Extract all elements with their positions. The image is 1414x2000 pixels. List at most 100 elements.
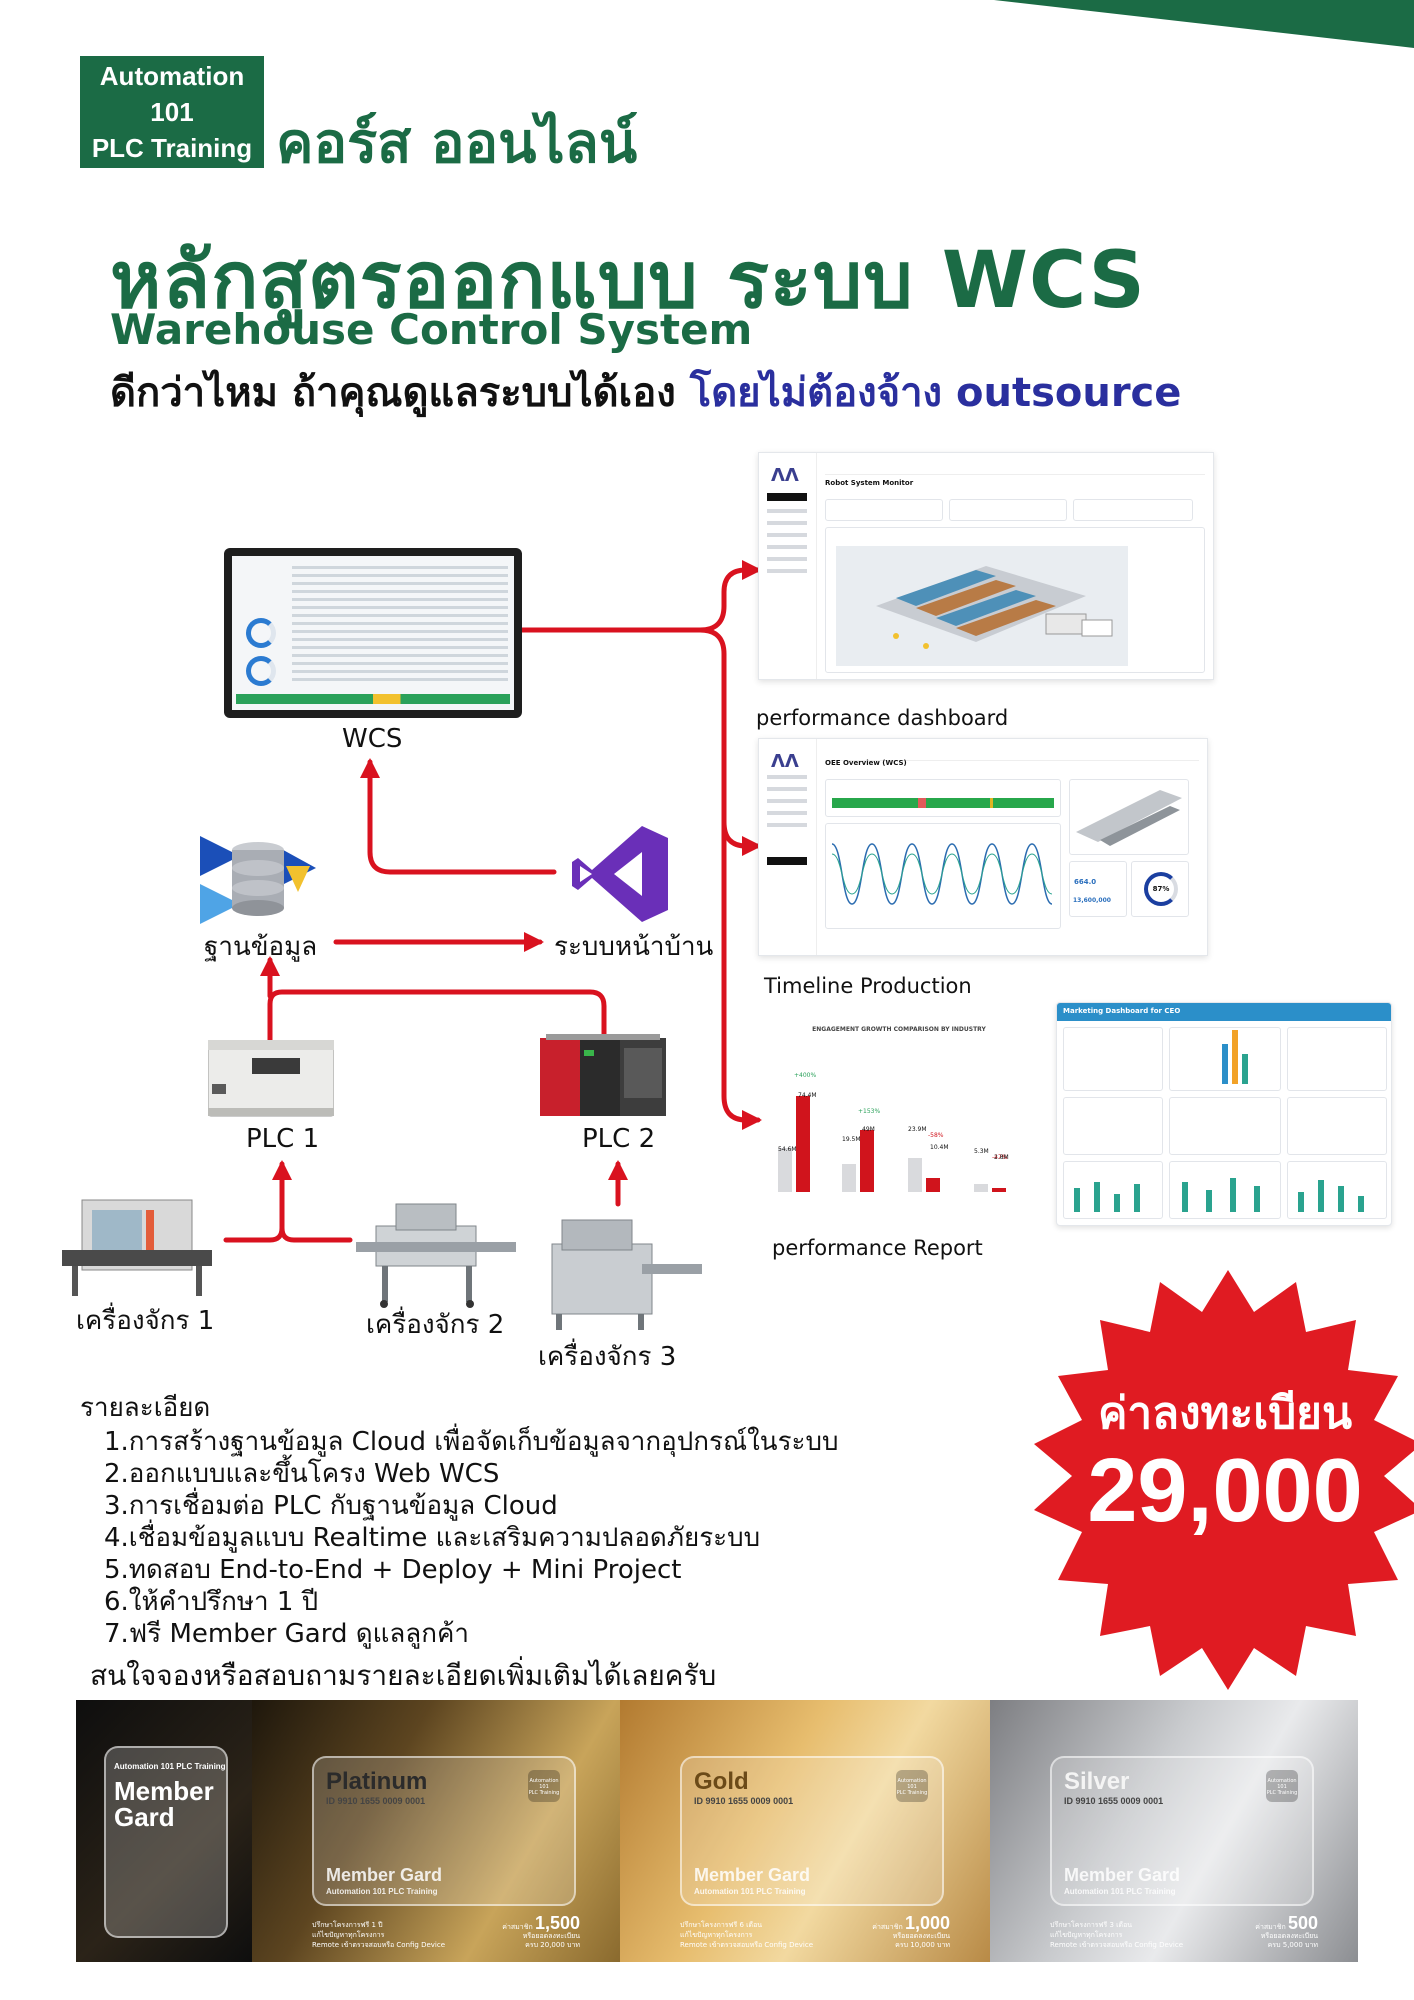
price-value: 29,000	[1087, 1441, 1363, 1541]
card-term: แก้ไขปัญหาทุกโครงการ	[312, 1931, 385, 1939]
fee-value: 1,000	[904, 1913, 950, 1933]
fee-value: 1,500	[534, 1913, 580, 1933]
oee-wave-chart	[831, 843, 1053, 905]
logo-line-1: Automation	[99, 61, 245, 91]
dashboard2-caption: Timeline Production	[764, 974, 972, 998]
card-fee: ค่าสมาชิก 500 หรือยอดลงทะเบียน ครบ 5,000…	[1255, 1914, 1318, 1950]
card-term: ปรึกษาโครงการฟรี 1 ปี	[312, 1921, 383, 1929]
card-fee: ค่าสมาชิก 1,500 หรือยอดลงทะเบียน ครบ 20,…	[502, 1914, 580, 1950]
report-value: 74.4M	[798, 1092, 817, 1099]
course-subtitle: Warehouse Control System	[110, 305, 753, 354]
fee-note: หรือยอดลงทะเบียน	[522, 1932, 580, 1940]
tagline-part-2: โดยไม่ต้องจ้าง outsource	[689, 370, 1182, 416]
card-term: แก้ไขปัญหาทุกโครงการ	[680, 1931, 753, 1939]
gauge-icon	[246, 618, 276, 648]
course-title: หลักสูตรออกแบบ ระบบ WCS	[110, 236, 1146, 326]
intro-brand: Automation 101 PLC Training	[114, 1762, 226, 1771]
details-item: 7.ฟรี Member Gard ดูแลลูกค้า	[104, 1619, 469, 1649]
card-id: ID 9910 1655 0009 0001	[694, 1796, 794, 1806]
card-terms: ปรึกษาโครงการฟรี 6 เดือน แก้ไขปัญหาทุกโค…	[680, 1920, 813, 1950]
card-fee: ค่าสมาชิก 1,000 หรือยอดลงทะเบียน ครบ 10,…	[872, 1914, 950, 1950]
machine2-label: เครื่องจักร 2	[366, 1310, 505, 1340]
arrow-wcs-to-dashboards	[519, 560, 762, 633]
performance-dashboard-screenshot: ᐱᐱ Robot System Monitor	[758, 452, 1214, 680]
card-member-label: Member Gard	[694, 1865, 811, 1885]
card-tier: Silver	[1064, 1768, 1130, 1795]
details-item: 3.การเชื่อมต่อ PLC กับฐานข้อมูล Cloud	[104, 1491, 558, 1521]
machine3-icon	[551, 1219, 702, 1330]
report-value: 54.6M	[778, 1146, 797, 1153]
gauge-icon	[246, 656, 276, 686]
card-member-sub: Automation 101 PLC Training	[694, 1887, 806, 1896]
logo-line-3: PLC Training	[91, 133, 253, 163]
dash2-title: OEE Overview (WCS)	[825, 759, 907, 767]
database-icon	[200, 836, 316, 924]
membership-cards: Automation 101 PLC Training Member Gard …	[76, 1700, 1358, 1962]
dashboard3-caption: performance Report	[772, 1236, 983, 1260]
details-item: 1.การสร้างฐานข้อมูล Cloud เพื่อจัดเก็บข้…	[104, 1427, 839, 1457]
details-item: 4.เชื่อมข้อมูลแบบ Realtime และเสริมความป…	[104, 1523, 761, 1553]
card-id: ID 9910 1655 0009 0001	[326, 1796, 426, 1806]
card-member-label: Member Gard	[1064, 1865, 1181, 1885]
wcs-label: WCS	[342, 724, 403, 754]
member-intro-panel: Automation 101 PLC Training Member Gard	[76, 1700, 252, 1962]
report-value: 2.8M	[994, 1154, 1009, 1161]
report-value: -47%	[992, 1154, 1008, 1161]
intro-title-1: Member	[114, 1776, 214, 1806]
brand-logo: Automation 101 PLC Training	[80, 56, 264, 168]
plc1-label: PLC 1	[246, 1124, 320, 1154]
member-intro-card: Automation 101 PLC Training Member Gard	[104, 1746, 228, 1938]
visual-studio-icon	[572, 826, 668, 922]
timeline-production-screenshot: ᐱᐱ OEE Overview (WCS) 664.0 87% 13,600,0…	[758, 738, 1208, 956]
card-member-label: Member Gard	[326, 1865, 443, 1885]
ceo-marketing-dashboard: Marketing Dashboard for CEO	[1056, 1002, 1392, 1226]
card-term: ปรึกษาโครงการฟรี 6 เดือน	[680, 1921, 763, 1929]
plc1-device-icon	[208, 1040, 334, 1117]
report-value: 5.3M	[974, 1148, 989, 1155]
dash2-gauge: 87%	[1144, 872, 1178, 906]
silver-panel: Silver ID 9910 1655 0009 0001 Automation…	[990, 1700, 1358, 1962]
conveyor-illustration	[1076, 790, 1182, 846]
machine1-label: เครื่องจักร 1	[76, 1306, 215, 1336]
card-term: แก้ไขปัญหาทุกโครงการ	[1050, 1931, 1123, 1939]
machine3-label: เครื่องจักร 3	[538, 1342, 677, 1372]
card-terms: ปรึกษาโครงการฟรี 1 ปี แก้ไขปัญหาทุกโครงก…	[312, 1920, 445, 1950]
wcs-screen	[232, 556, 514, 710]
details-item: 5.ทดสอบ End-to-End + Deploy + Mini Proje…	[104, 1555, 682, 1585]
details-item: 2.ออกแบบและขึ้นโครง Web WCS	[104, 1459, 500, 1489]
fee-label: ค่าสมาชิก	[1255, 1923, 1286, 1931]
price-label: ค่าลงทะเบียน	[1097, 1388, 1353, 1439]
warehouse-illustration	[876, 566, 1113, 649]
fee-note: หรือยอดลงทะเบียน	[1260, 1932, 1318, 1940]
course-online-label: คอร์ส ออนไลน์	[276, 111, 638, 176]
platinum-card[interactable]: Platinum ID 9910 1655 0009 0001 Automati…	[312, 1756, 576, 1906]
card-member-sub: Automation 101 PLC Training	[326, 1887, 438, 1896]
card-tier: Platinum	[326, 1768, 428, 1795]
report-value: 10.4M	[930, 1144, 949, 1151]
fee-note: ครบ 20,000 บาท	[525, 1941, 580, 1949]
fee-label: ค่าสมาชิก	[502, 1923, 533, 1931]
dash2-value-1: 664.0	[1074, 878, 1097, 886]
details-heading: รายละเอียด	[80, 1393, 211, 1423]
contact-line: สนใจจองหรือสอบถามรายละเอียดเพิ่มเติมได้เ…	[90, 1659, 717, 1692]
report-value: +153%	[858, 1108, 881, 1115]
dash-logo-icon: ᐱᐱ	[771, 465, 799, 486]
machine2-icon	[356, 1203, 516, 1308]
silver-card[interactable]: Silver ID 9910 1655 0009 0001 Automation…	[1050, 1756, 1314, 1906]
card-tier: Gold	[694, 1768, 749, 1795]
machine1-icon	[62, 1199, 212, 1296]
details-item: 6.ให้คำปรึกษา 1 ปี	[104, 1587, 319, 1617]
fee-value: 500	[1287, 1913, 1318, 1933]
plc2-device-icon	[540, 1034, 666, 1116]
wcs-monitor	[224, 548, 522, 718]
report-title: ENGAGEMENT GROWTH COMPARISON BY INDUSTRY	[812, 1026, 986, 1033]
course-details: รายละเอียด 1.การสร้างฐานข้อมูล Cloud เพื…	[80, 1392, 839, 1650]
card-terms: ปรึกษาโครงการฟรี 3 เดือน แก้ไขปัญหาทุกโค…	[1050, 1920, 1183, 1950]
corner-stripe	[994, 0, 1414, 48]
logo-line-2: 101	[150, 97, 194, 127]
frontend-label: ระบบหน้าบ้าน	[554, 932, 714, 962]
performance-report-chart: ENGAGEMENT GROWTH COMPARISON BY INDUSTRY…	[766, 1022, 1032, 1218]
dash-logo-icon: ᐱᐱ	[771, 751, 799, 772]
report-value: -58%	[928, 1132, 944, 1139]
